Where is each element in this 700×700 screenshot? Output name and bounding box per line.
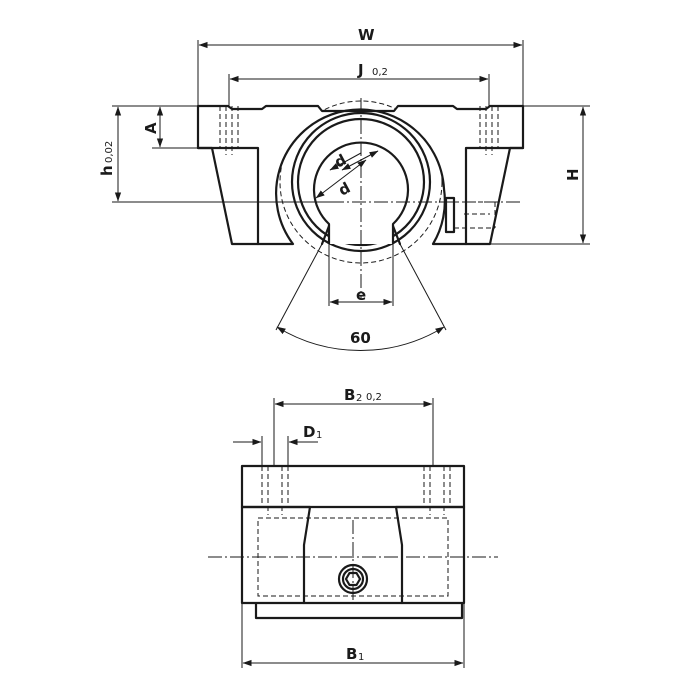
left-hole-hidden	[261, 466, 289, 515]
tol-b2: 0,2	[366, 392, 382, 403]
set-screw-socket-inner	[341, 567, 365, 591]
label-H: H	[564, 168, 582, 181]
top-body	[240, 464, 466, 605]
label-D1: D	[303, 423, 315, 441]
set-screw-head	[444, 196, 456, 234]
left-recess	[240, 505, 312, 605]
label-w: W	[358, 26, 375, 44]
angle-ext-left	[275, 243, 323, 331]
step-line-left	[196, 146, 260, 246]
label-b1: B	[346, 645, 357, 663]
top-edge-detail	[232, 108, 486, 112]
d2-dim-line	[315, 159, 367, 199]
front-view: W J 0,2 A h 0,02 H d d e	[98, 26, 590, 351]
label-j: J	[357, 61, 364, 79]
tol-j: 0,2	[372, 67, 388, 78]
sub-b1: 1	[358, 652, 364, 663]
left-mount-hole-hidden	[219, 106, 239, 155]
angle-arc	[276, 326, 445, 351]
right-hole-hidden	[423, 466, 451, 515]
right-mount-hole-hidden	[479, 106, 499, 155]
bushing-ring-inner	[296, 117, 426, 247]
tol-h: 0,02	[104, 141, 115, 163]
slot-edge-left	[320, 224, 331, 246]
set-screw-socket	[337, 563, 369, 595]
top-view: B 2 0,2 D 1 B 1	[208, 386, 498, 668]
label-b2: B	[344, 386, 355, 404]
label-h: h	[98, 165, 116, 176]
label-e: e	[356, 286, 366, 304]
label-a: A	[142, 122, 160, 134]
step-line-right	[464, 146, 525, 246]
housing-body	[196, 104, 525, 246]
angle-ext-right	[399, 243, 447, 331]
hex-socket-icon	[344, 571, 362, 587]
sub-b2: 2	[356, 393, 362, 404]
sub-D1: 1	[316, 430, 322, 441]
bushing-ring-outer	[290, 111, 432, 253]
slot-edge-right	[391, 224, 402, 246]
label-angle: 60	[350, 329, 371, 347]
bushing-outer-dashed	[279, 100, 443, 264]
